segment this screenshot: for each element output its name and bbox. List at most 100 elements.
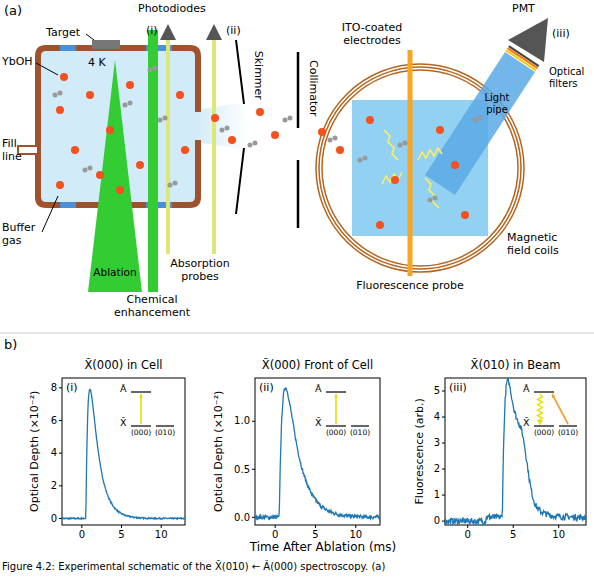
callout-number: (i): [146, 25, 158, 38]
tick-label: 5: [312, 529, 318, 541]
buffer-gas-atom: [173, 181, 178, 186]
ybo-molecule: [60, 73, 68, 81]
part-label: 4 K: [88, 57, 106, 70]
buffer-gas-atom: [253, 141, 258, 146]
panel-separator: [0, 333, 594, 334]
buffer-gas-atom: [53, 93, 58, 98]
buffer-gas-atom: [358, 158, 363, 163]
part-label: Absorption probes: [160, 258, 240, 283]
arrow-head: [552, 394, 555, 398]
ybo-molecule: [56, 106, 64, 114]
tick-label: 1: [434, 489, 440, 501]
callout-number: (iii): [552, 28, 570, 41]
field-coil: [319, 67, 521, 269]
energy-level: [131, 425, 151, 426]
energy-level: [351, 425, 369, 426]
callout-number: (ii): [226, 25, 241, 38]
level-label: (000): [131, 429, 151, 438]
plot-frame: [62, 378, 185, 525]
ybo-molecule: [56, 181, 64, 189]
energy-level: [131, 391, 151, 392]
tick-mark: [252, 517, 255, 518]
part-label: YbOH: [2, 56, 33, 69]
tick-label: 4: [434, 411, 440, 423]
part-label: Skimmer: [252, 50, 265, 99]
tick-label: 10: [552, 529, 565, 541]
tick-label: 4: [51, 447, 57, 459]
tick-label: 0: [51, 513, 57, 525]
tick-label: 8: [51, 382, 57, 394]
level-label: (010): [350, 429, 370, 438]
ablation-beam: [88, 60, 142, 292]
part-label: Collimator: [306, 60, 319, 117]
tick-mark: [59, 387, 62, 388]
part-label: ITO-coated electrodes: [332, 22, 412, 47]
buffer-gas-atom: [403, 141, 408, 146]
panel-label: b): [4, 338, 17, 353]
ybo-molecule: [366, 116, 374, 124]
buffer-gas-atom: [158, 118, 163, 123]
tick-mark: [467, 525, 468, 528]
axis-label: Optical Depth (×10⁻²): [30, 391, 43, 512]
part-label: Chemical enhancement: [97, 294, 207, 319]
data-curve: [445, 378, 586, 524]
tick-label: 3: [434, 437, 440, 449]
tick-label: 10: [349, 529, 362, 541]
chemical-enhancement-beam: [148, 30, 158, 292]
tick-mark: [442, 469, 445, 470]
tick-mark: [59, 420, 62, 421]
ybo-molecule: [336, 146, 344, 154]
ablation-target: [92, 40, 120, 49]
tick-mark: [81, 525, 82, 528]
buffer-gas-atom: [288, 116, 293, 121]
buffer-gas-atom: [123, 103, 128, 108]
callout-number: (i): [66, 382, 78, 395]
ybo-molecule: [211, 114, 219, 122]
tick-label: 0: [79, 529, 85, 541]
arrow-head: [334, 394, 338, 398]
field-coil: [322, 70, 518, 266]
state-label: X̃: [120, 418, 127, 429]
part-label: Fluorescence probe: [356, 280, 464, 293]
level-label: (000): [534, 429, 554, 438]
energy-level: [559, 425, 577, 426]
ybo-molecule: [451, 161, 459, 169]
tick-mark: [442, 495, 445, 496]
light-pipe: [425, 52, 535, 195]
plot-frame: [445, 378, 586, 525]
ybo-molecule: [176, 91, 184, 99]
tick-mark: [59, 518, 62, 519]
part-label: Magnetic field coils: [507, 232, 577, 257]
ybo-molecule: [181, 146, 189, 154]
tick-label: 0.0: [234, 512, 250, 524]
buffer-gas-atom: [168, 183, 173, 188]
tick-label: 10: [155, 529, 168, 541]
transition-arrow: [140, 394, 142, 424]
axis-label: Time After Ablation (ms): [250, 541, 396, 555]
axis-label: Fluorescence (arb.): [414, 398, 427, 504]
cell-window: [60, 202, 76, 208]
tick-mark: [315, 525, 316, 528]
decay-arrow: [538, 394, 543, 421]
axis-label: Optical Depth (×10⁻²): [214, 391, 227, 512]
buffer-gas-atom: [83, 168, 88, 173]
part-label: Light pipe: [480, 92, 514, 115]
callout-number: (iii): [449, 382, 467, 395]
cell-window: [60, 45, 76, 51]
tick-mark: [252, 469, 255, 470]
ybo-molecule: [436, 126, 444, 134]
buffer-gas-atom: [163, 116, 168, 121]
callout-number: (ii): [259, 382, 274, 395]
buffer-gas-atom: [433, 196, 438, 201]
energy-level: [534, 391, 554, 392]
buffer-gas-atom: [328, 138, 333, 143]
buffer-gas-atom: [128, 101, 133, 106]
fluorescence-probe-beam: [408, 50, 413, 276]
tick-mark: [275, 525, 276, 528]
energy-level: [326, 391, 346, 392]
ybo-molecule: [228, 136, 236, 144]
tick-mark: [442, 417, 445, 418]
buffer-gas-atom: [220, 128, 225, 133]
level-label: (010): [155, 429, 175, 438]
